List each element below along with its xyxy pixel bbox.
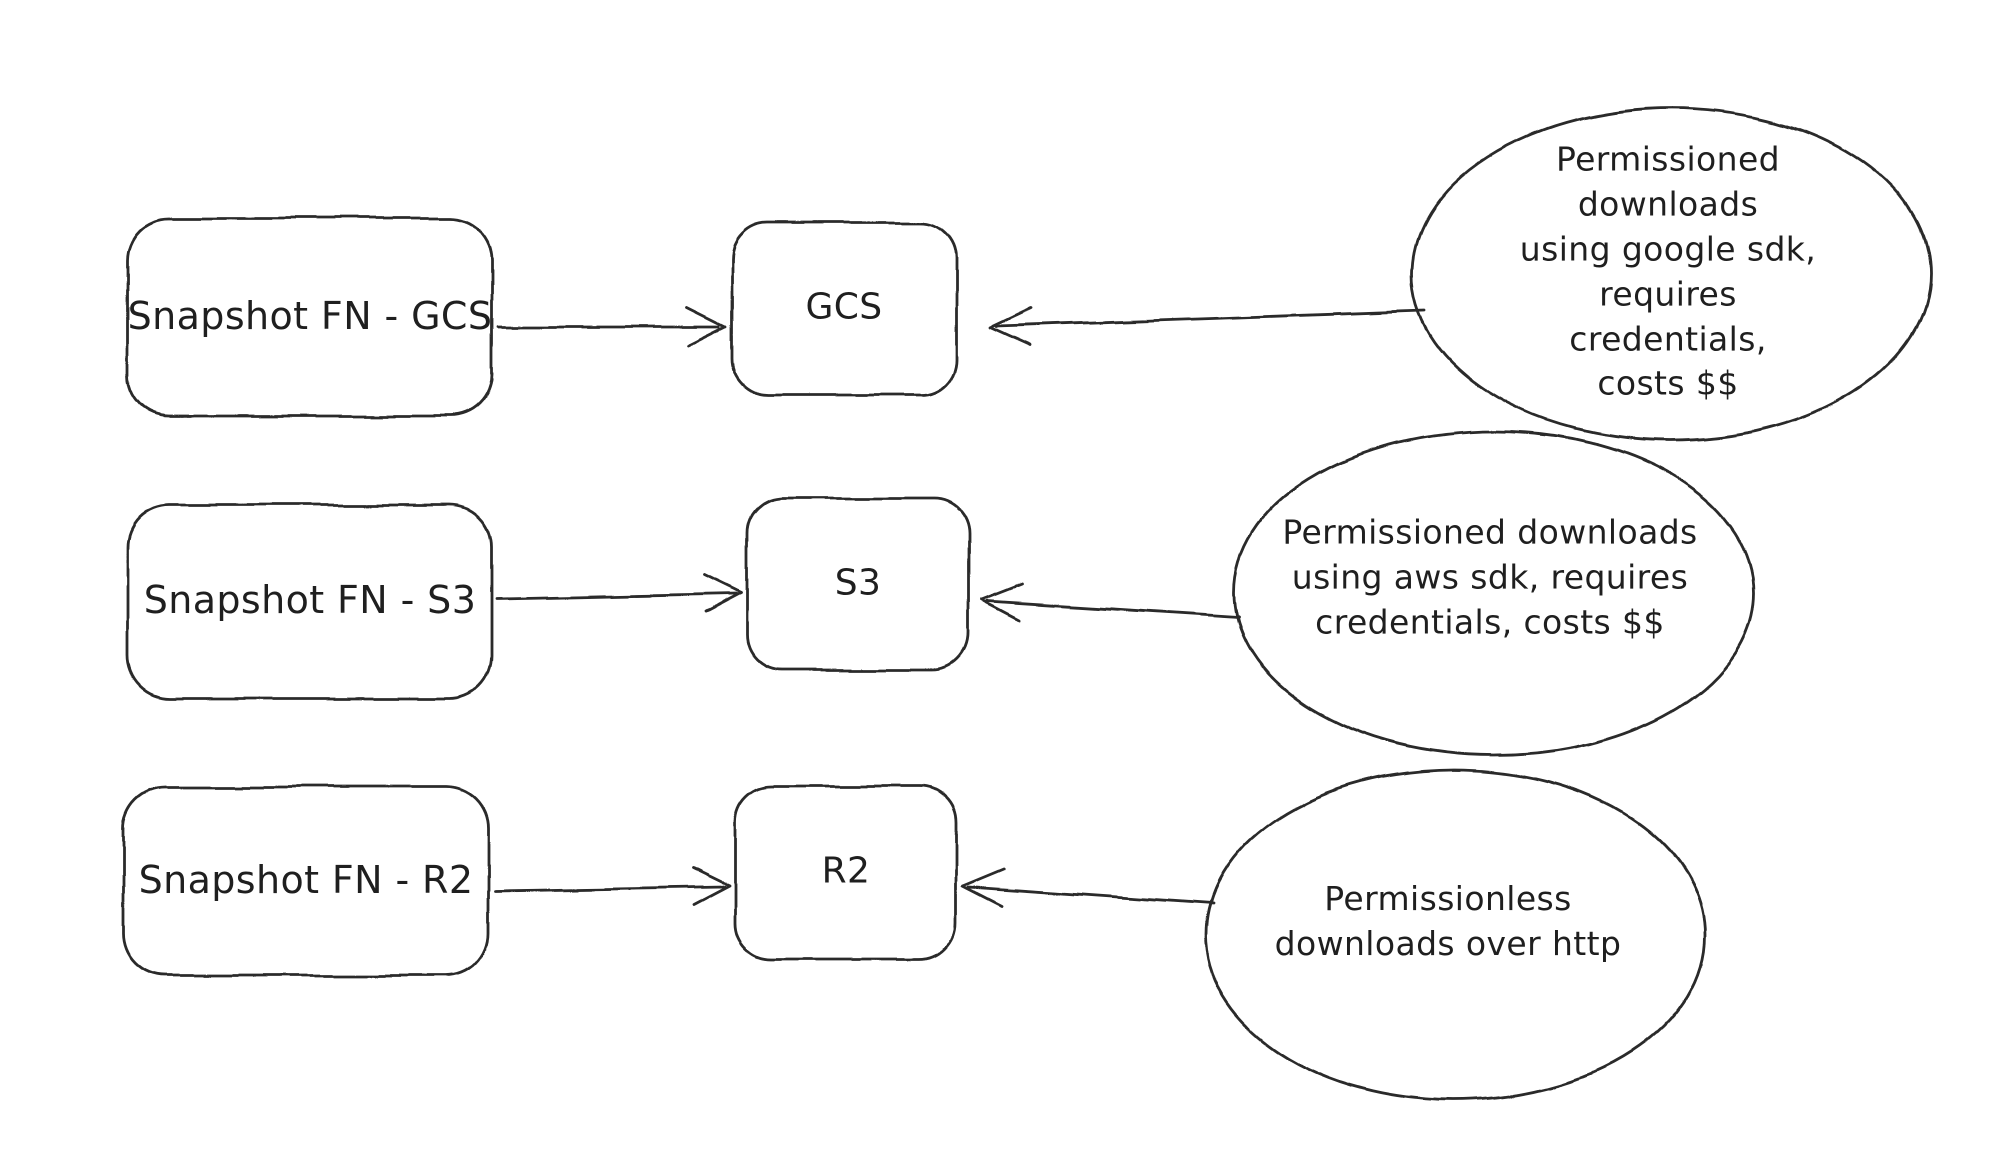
note-ellipse-s3 — [1232, 429, 1756, 757]
arrow-snapshot-to-r2 — [493, 866, 731, 907]
arrow-note-to-r2 — [961, 867, 1214, 908]
arrow-snapshot-to-gcs — [496, 306, 728, 348]
node-r2 — [733, 785, 958, 961]
label-snapshot-fn-r2: Snapshot FN - R2 — [138, 858, 474, 903]
label-note-r2: Permissionless downloads over http — [1274, 879, 1622, 963]
label-s3: S3 — [834, 562, 882, 604]
label-snapshot-fn-gcs: Snapshot FN - GCS — [127, 294, 493, 339]
label-gcs: GCS — [805, 286, 883, 328]
note-ellipse-r2 — [1203, 768, 1707, 1102]
node-snapshot-fn-s3 — [125, 503, 494, 700]
arrow-note-to-s3 — [980, 582, 1240, 622]
label-snapshot-fn-s3: Snapshot FN - S3 — [143, 578, 477, 623]
label-r2: R2 — [821, 850, 871, 892]
arrow-snapshot-to-s3 — [495, 573, 743, 614]
node-snapshot-fn-gcs — [125, 216, 494, 418]
note-ellipse-gcs — [1410, 106, 1932, 442]
node-gcs — [730, 221, 958, 397]
node-snapshot-fn-r2 — [121, 785, 490, 977]
label-note-s3: Permissioned downloads using aws sdk, re… — [1282, 512, 1698, 642]
node-s3 — [745, 496, 971, 672]
label-note-gcs: Permissioned downloads using google sdk,… — [1519, 139, 1817, 403]
arrow-note-to-gcs — [988, 306, 1427, 347]
